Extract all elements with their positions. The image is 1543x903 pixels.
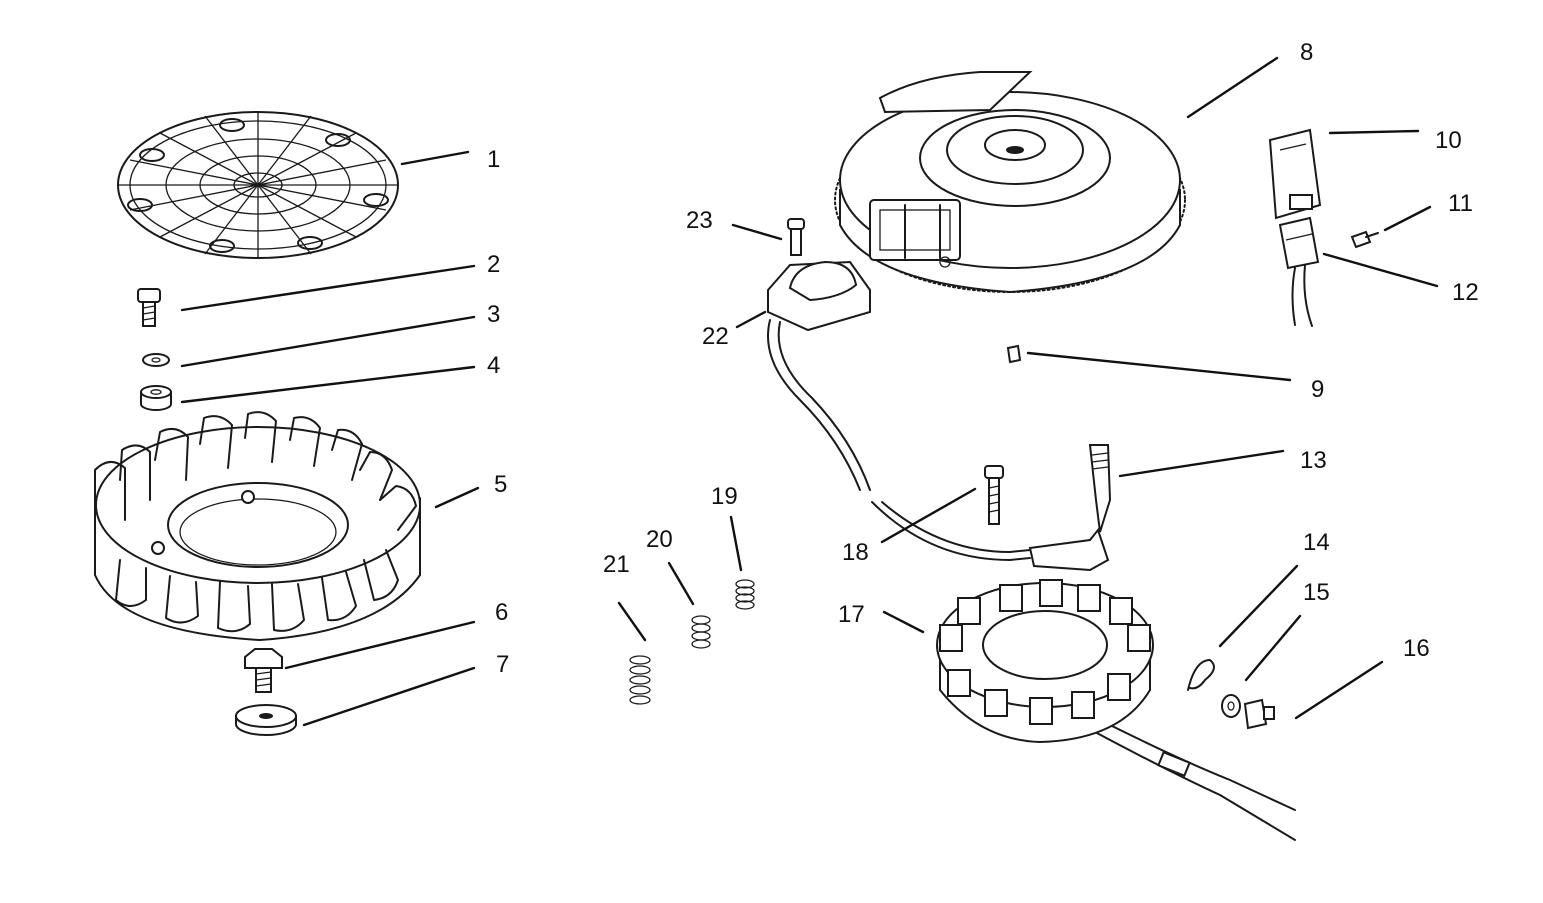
callout-label-12: 12 [1452, 279, 1479, 306]
callout-label-22: 22 [702, 323, 729, 350]
callout-label-3: 3 [487, 301, 500, 328]
callout-11: 11 [1383, 190, 1473, 232]
callout-7: 7 [302, 651, 509, 727]
callout-18: 18 [842, 487, 977, 566]
callout-9: 9 [1026, 351, 1324, 403]
callout-1: 1 [400, 146, 500, 173]
callout-16: 16 [1294, 635, 1430, 720]
part-washer-15 [1221, 694, 1241, 718]
callout-12: 12 [1322, 252, 1479, 306]
callout-label-23: 23 [686, 207, 713, 234]
callout-15: 15 [1244, 579, 1330, 682]
part-spacer-4 [140, 385, 172, 411]
callout-5: 5 [434, 471, 507, 509]
callout-label-21: 21 [603, 551, 630, 578]
callout-label-11: 11 [1448, 190, 1473, 217]
callout-label-5: 5 [494, 471, 507, 498]
callout-17: 17 [838, 601, 925, 634]
callout-10: 10 [1328, 127, 1462, 154]
callout-label-14: 14 [1303, 529, 1330, 556]
callout-label-10: 10 [1435, 127, 1462, 154]
part-spark-plug-boot [1028, 444, 1112, 572]
part-spring-21 [629, 655, 651, 705]
callout-2: 2 [180, 251, 500, 312]
callout-8: 8 [1186, 39, 1313, 119]
part-bolt-6 [244, 648, 283, 693]
callout-label-20: 20 [646, 526, 673, 553]
part-spring-19 [735, 579, 755, 610]
part-clip-14 [1187, 659, 1215, 691]
callout-20: 20 [646, 526, 695, 606]
callout-label-19: 19 [711, 483, 738, 510]
part-bracket-10 [1268, 128, 1322, 220]
part-washer-7 [235, 704, 297, 736]
part-screw-2 [137, 288, 161, 327]
part-key-9 [1006, 344, 1022, 364]
part-flywheel [834, 71, 1186, 294]
callout-label-2: 2 [487, 251, 500, 278]
part-washer-3 [142, 353, 170, 367]
part-stator [936, 579, 1296, 841]
callout-label-7: 7 [496, 651, 509, 678]
callout-label-9: 9 [1311, 376, 1324, 403]
part-ignition-module [767, 260, 1031, 561]
callout-3: 3 [180, 301, 500, 368]
callout-4: 4 [180, 352, 500, 404]
part-grille-screen [117, 111, 399, 259]
callout-label-8: 8 [1300, 39, 1313, 66]
part-screw-18 [984, 465, 1004, 525]
callout-label-6: 6 [495, 599, 508, 626]
part-cooling-fan [94, 411, 421, 642]
callout-label-15: 15 [1303, 579, 1330, 606]
callout-label-16: 16 [1403, 635, 1430, 662]
callout-label-1: 1 [487, 146, 500, 173]
part-spring-20 [691, 615, 711, 649]
callout-23: 23 [686, 207, 783, 241]
part-fitting-11 [1350, 230, 1379, 249]
callout-label-4: 4 [487, 352, 500, 379]
callout-14: 14 [1218, 529, 1330, 648]
part-screw-16 [1243, 698, 1275, 730]
callout-19: 19 [711, 483, 743, 572]
part-switch-12 [1278, 216, 1320, 327]
callout-label-13: 13 [1300, 447, 1327, 474]
callout-13: 13 [1118, 447, 1327, 478]
callout-label-18: 18 [842, 539, 869, 566]
part-screw-23 [787, 218, 805, 256]
callout-6: 6 [284, 599, 508, 670]
callout-21: 21 [603, 551, 647, 642]
callout-label-17: 17 [838, 601, 865, 628]
callout-22: 22 [702, 310, 767, 350]
